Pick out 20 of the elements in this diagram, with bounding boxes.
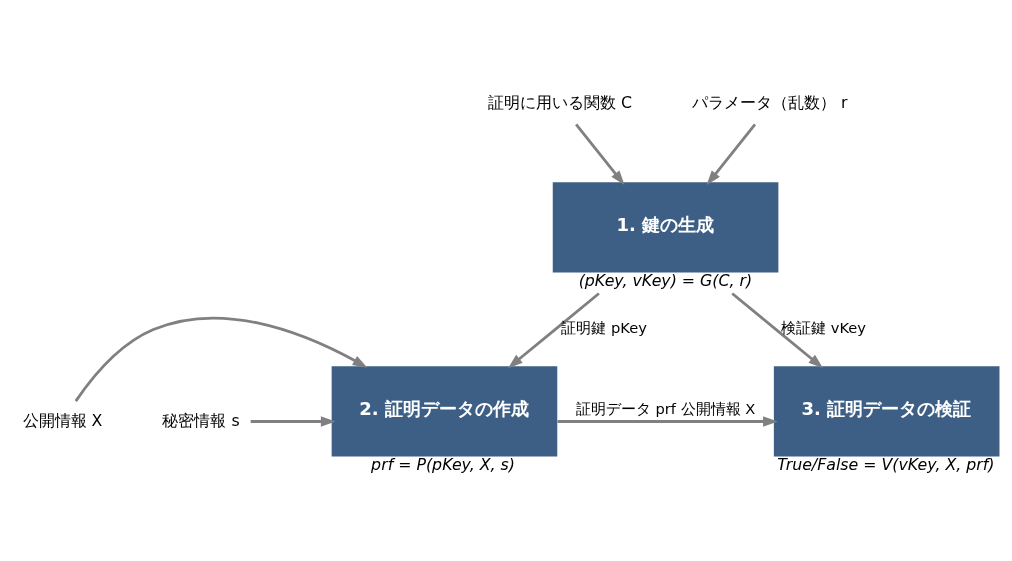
arrow: [74, 316, 367, 402]
edge-label: 証明データ prf 公開情報 X: [575, 400, 755, 418]
edge-label: 検証鍵 vKey: [780, 319, 866, 337]
node-box: 3. 証明データの検証: [773, 366, 999, 457]
node-box: 2. 証明データの作成: [331, 366, 557, 457]
arrow: [250, 416, 336, 427]
node-text: 公開情報 X: [22, 410, 102, 430]
node-label: True/False = V(vKey, X, prf): [776, 455, 994, 475]
node-box: 1. 鍵の生成: [552, 182, 778, 273]
node-label: (pKey, vKey) = G(C, r): [578, 271, 752, 291]
arrow: [574, 123, 625, 186]
node-text: 秘密情報 s: [161, 410, 240, 430]
arrow: [507, 292, 600, 369]
node-text: 証明に用いる関数 C: [487, 93, 632, 113]
arrow: [557, 416, 778, 427]
node-label: prf = P(pKey, X, s): [370, 455, 515, 475]
arrow: [730, 292, 823, 369]
arrow: [706, 123, 756, 186]
edge-label: 証明鍵 pKey: [560, 319, 647, 337]
node-text: パラメータ（乱数） r: [691, 93, 848, 113]
